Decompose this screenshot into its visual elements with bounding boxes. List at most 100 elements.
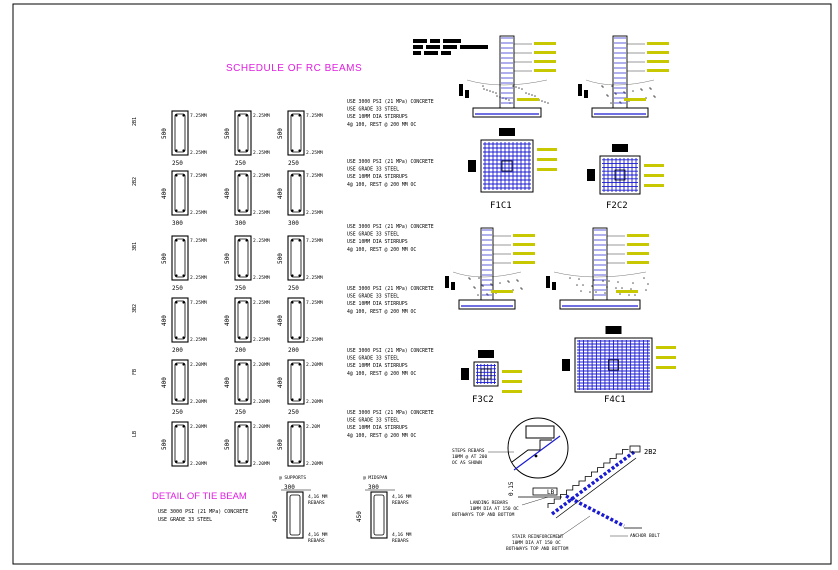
stair-dim: 0.15 <box>508 481 515 496</box>
beam-mark: 2B2 <box>132 177 138 186</box>
beam-note: USE 10MM DIA STIRRUPS <box>347 301 408 307</box>
tie-caption: @ MIDSPAN <box>363 475 388 481</box>
soil-dot <box>544 101 546 103</box>
stair-note-anchor: ANCHOR BOLT <box>630 533 660 539</box>
beam-top-bars: 2.25MM <box>253 173 270 179</box>
soil-dot <box>632 90 634 92</box>
beam-top-bars: 2.25MM <box>253 238 270 244</box>
beam-section <box>234 359 252 405</box>
stirrup <box>290 238 302 278</box>
rebar-dot <box>182 363 185 366</box>
footing-details <box>445 35 676 393</box>
footing-label-f4c1: F4C1 <box>604 395 626 405</box>
note-yellow <box>627 243 649 246</box>
beam-depth: 400 <box>277 377 284 388</box>
beam-top-bars: 2.20MM <box>190 362 207 368</box>
dim-block <box>459 84 463 96</box>
rebar-dot <box>238 149 241 152</box>
beam-section <box>287 359 305 405</box>
beam-depth: 500 <box>277 439 284 450</box>
beam-bot-bars: 2.20MM <box>190 399 207 405</box>
leader <box>521 496 549 506</box>
note-yellow <box>491 290 513 293</box>
rebar-dot <box>238 114 241 117</box>
rebar-dot <box>238 363 241 366</box>
landing-beam <box>532 487 558 496</box>
rebar-dot <box>298 174 301 177</box>
note-yellow <box>647 51 669 54</box>
beam-top-bars: 2.20M <box>306 424 320 430</box>
tie-bot-bars-2: REBARS <box>392 538 409 544</box>
stirrup <box>237 362 249 402</box>
soil-dot <box>582 284 584 286</box>
note-yellow <box>517 98 539 101</box>
rebar-dot <box>245 425 248 428</box>
rebar-dot <box>298 239 301 242</box>
soil-dot <box>468 277 470 279</box>
column-stub <box>614 169 626 181</box>
soil-dot <box>653 95 655 97</box>
dim-block <box>612 144 628 152</box>
beam-depth: 400 <box>161 188 168 199</box>
rebar-dot <box>182 209 185 212</box>
beam-note: USE GRADE 33 STEEL <box>347 294 399 300</box>
beam-mark: 3B2 <box>132 304 138 313</box>
column <box>499 35 515 109</box>
beam-schedule: 2B15007.25MM2.25MM2505002.25MM2.25MM2505… <box>132 99 434 467</box>
beam-top-bars: 7.25MM <box>306 113 323 119</box>
beam-section <box>171 110 189 156</box>
rebar-dot <box>175 274 178 277</box>
beam-top-bars: 2.25MM <box>253 113 270 119</box>
soil-dot <box>595 291 597 293</box>
beam-width: 250 <box>235 160 246 167</box>
soil-dot <box>608 280 610 282</box>
beam-width: 250 <box>288 409 299 416</box>
beam-note: USE GRADE 33 STEEL <box>347 232 399 238</box>
beam-section <box>171 421 189 467</box>
beam-note: USE 3000 PSI (21 MPa) CONCRETE <box>347 159 434 165</box>
beam-depth: 500 <box>224 253 231 264</box>
dim-block <box>546 276 550 288</box>
tie-top-bars: 4,16 MM <box>308 494 328 500</box>
note-yellow <box>537 168 557 171</box>
rebar-dot <box>298 274 301 277</box>
beam-top-bars: 2.20MM <box>253 424 270 430</box>
stair-steps <box>547 449 629 508</box>
ground-line <box>553 271 647 278</box>
beam-note: USE 3000 PSI (21 MPa) CONCRETE <box>347 410 434 416</box>
stirrup <box>237 173 249 213</box>
column <box>592 227 608 301</box>
dim-block <box>445 276 449 288</box>
beam-bot-bars: 2.20MM <box>253 399 270 405</box>
rebar-dot <box>245 274 248 277</box>
rebar-dot <box>238 209 241 212</box>
beam-note: USE GRADE 33 STEEL <box>347 356 399 362</box>
beam-section <box>171 235 189 281</box>
soil-dot <box>507 280 509 282</box>
dim-block <box>478 350 494 358</box>
dim-block <box>584 90 588 98</box>
note-yellow <box>513 243 535 246</box>
beam-width: 200 <box>235 347 246 354</box>
rebar-dot <box>245 114 248 117</box>
note-yellow <box>502 370 522 373</box>
beam-note: USE 3000 PSI (21 MPa) CONCRETE <box>347 224 434 230</box>
tie-top-bars-2: REBARS <box>308 500 325 506</box>
soil-dot <box>589 291 591 293</box>
beam-bot-bars: 2.25MM <box>306 150 323 156</box>
soil-dot <box>621 287 623 289</box>
soil-dot <box>531 94 533 96</box>
soil-dot <box>515 86 517 88</box>
beam-depth: 400 <box>224 188 231 199</box>
rebar-dot <box>291 363 294 366</box>
beam-depth: 400 <box>161 377 168 388</box>
column-stub <box>480 368 492 380</box>
soil-dot <box>495 92 497 94</box>
tie-width: 300 <box>284 484 295 491</box>
beam-section <box>287 297 305 343</box>
beam-note: 4@ 100, REST @ 200 MM OC <box>347 247 416 253</box>
tie-outline <box>370 491 388 539</box>
